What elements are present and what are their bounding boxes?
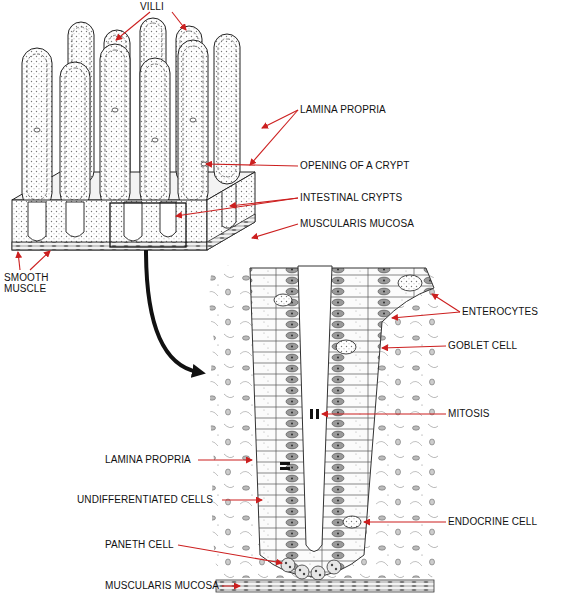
part-label: PANETH CELL: [105, 539, 174, 550]
part-label: ENDOCRINE CELL: [448, 516, 537, 527]
part-label: ENTEROCYTES: [462, 306, 538, 317]
part-label: SMOOTH MUSCLE: [4, 272, 50, 294]
part-label: VILLI: [140, 1, 164, 12]
part-label: LAMINA PROPRIA: [300, 104, 386, 115]
part-label: MUSCULARIS MUCOSA: [300, 218, 414, 229]
part-label: INTESTINAL CRYPTS: [300, 192, 402, 203]
part-label: LAMINA PROPRIA: [105, 454, 191, 465]
part-label: OPENING OF A CRYPT: [300, 160, 409, 171]
part-label: GOBLET CELL: [448, 340, 517, 351]
part-label: MITOSIS: [448, 408, 490, 419]
part-label: MUSCULARIS MUCOSA: [105, 580, 219, 591]
part-label: UNDIFFERENTIATED CELLS: [77, 494, 213, 505]
